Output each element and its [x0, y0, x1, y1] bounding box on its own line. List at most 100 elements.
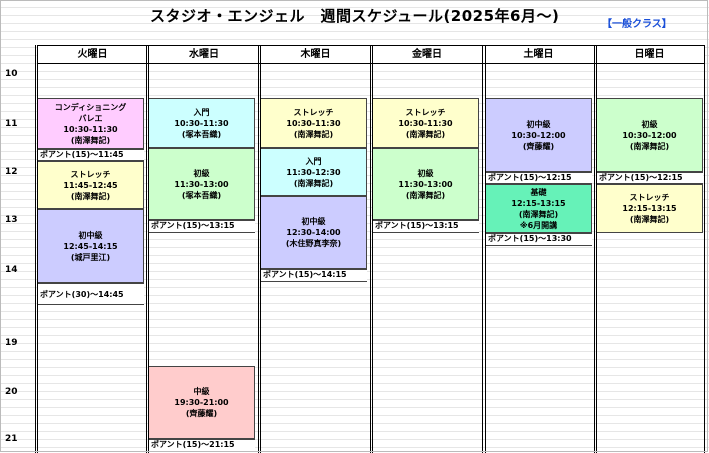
class-teacher: (南澤舞記) — [629, 141, 670, 151]
wed-pointe-2: ポアント(15)～13:15 — [148, 220, 255, 233]
class-name: 入門 — [305, 156, 322, 166]
tue-pointe-3: ポアント(30)～14:45 — [37, 283, 144, 305]
grid-line — [258, 45, 259, 453]
grid-line — [596, 45, 597, 453]
class-category-tag: 【一般クラス】 — [602, 19, 672, 30]
fri-pointe-2: ポアント(15)～13:15 — [372, 220, 479, 233]
class-teacher: (塚本吾織) — [181, 129, 222, 139]
class-teacher: (塚本吾織) — [181, 190, 222, 200]
class-teacher: (城戸里江) — [70, 252, 111, 262]
grid-line — [485, 45, 486, 453]
class-time: 10:30-11:30 — [63, 124, 118, 134]
class-name: 基礎 — [530, 187, 547, 197]
wed-class-intermediate[interactable]: 中級 19:30-21:00 (齊藤耀) — [148, 366, 255, 439]
class-name: ストレッチ — [293, 107, 334, 117]
class-time: 19:30-21:00 — [174, 398, 229, 407]
tue-class-conditioning[interactable]: コンディショニング バレエ 10:30-11:30 (南澤舞記) — [37, 98, 144, 149]
class-time: 11:30-13:00 — [174, 179, 229, 189]
class-time: 10:30-11:30 — [174, 118, 229, 128]
hour-label-11: 11 — [5, 119, 18, 129]
tue-class-intermediate-beginner[interactable]: 初中級 12:45-14:15 (城戸里江) — [37, 209, 144, 283]
hour-label-12: 12 — [5, 167, 18, 177]
hour-label-20: 20 — [5, 387, 18, 397]
class-teacher: (南澤舞記) — [293, 129, 334, 139]
grid-line — [37, 45, 38, 453]
class-name-line2: バレエ — [78, 113, 103, 123]
class-name: 初中級 — [526, 119, 551, 129]
day-header-row: 火曜日 水曜日 木曜日 金曜日 土曜日 日曜日 — [37, 45, 705, 64]
wed-pointe-3: ポアント(15)～21:15 — [148, 439, 255, 452]
day-header-sun: 日曜日 — [634, 49, 665, 60]
class-name: ストレッチ — [70, 169, 111, 179]
sat-class-basics[interactable]: 基礎 12:15-13:15 (南澤舞記) ※6月開講 — [485, 184, 592, 233]
thu-class-intro[interactable]: 入門 11:30-12:30 (南澤舞記) — [260, 148, 367, 196]
fri-class-beginner[interactable]: 初級 11:30-13:00 (南澤舞記) — [372, 148, 479, 220]
class-note: ※6月開講 — [519, 220, 558, 230]
grid-line — [482, 45, 483, 453]
sun-class-beginner[interactable]: 初級 10:30-12:00 (南澤舞記) — [596, 98, 703, 172]
class-name: コンディショニング — [54, 102, 127, 112]
class-teacher: (南澤舞記) — [70, 191, 111, 201]
class-teacher: (南澤舞記) — [405, 129, 446, 139]
tue-pointe-1: ポアント(15)～11:45 — [37, 149, 144, 161]
sat-pointe-1: ポアント(15)～12:15 — [485, 172, 592, 184]
class-time: 12:30-14:00 — [286, 228, 341, 237]
grid-line — [148, 45, 149, 453]
class-teacher: (南澤舞記) — [629, 215, 670, 224]
class-time: 11:45-12:45 — [63, 180, 118, 190]
class-name: 中級 — [193, 387, 210, 396]
sun-pointe-1: ポアント(15)～12:15 — [596, 172, 703, 184]
class-name: 初中級 — [78, 230, 103, 240]
class-teacher: (齊藤耀) — [185, 409, 218, 418]
schedule-title: スタジオ・エンジェル 週間スケジュール(2025年6月～) — [150, 7, 560, 25]
class-name: 初級 — [417, 168, 434, 178]
class-time: 12:15-13:15 — [622, 204, 677, 213]
class-teacher: (南澤舞記) — [518, 209, 559, 219]
class-name: 入門 — [193, 107, 210, 117]
class-time: 12:15-13:15 — [511, 198, 566, 208]
class-teacher: (齊藤耀) — [522, 141, 555, 151]
class-time: 10:30-12:00 — [622, 130, 677, 140]
class-name: 初級 — [641, 119, 658, 129]
grid-line — [260, 45, 261, 453]
day-header-fri: 金曜日 — [412, 49, 442, 60]
thu-class-intermediate-beginner[interactable]: 初中級 12:30-14:00 (木住野真李奈) — [260, 196, 367, 269]
grid-line — [35, 45, 36, 453]
day-header-sat: 土曜日 — [523, 49, 554, 60]
tue-class-stretch[interactable]: ストレッチ 11:45-12:45 (南澤舞記) — [37, 161, 144, 209]
day-header-wed: 水曜日 — [189, 49, 219, 60]
hour-label-13: 13 — [5, 215, 18, 225]
class-name: 初中級 — [301, 217, 326, 226]
fri-class-stretch[interactable]: ストレッチ 10:30-11:30 (南澤舞記) — [372, 98, 479, 148]
grid-line — [594, 45, 595, 453]
wed-class-beginner[interactable]: 初級 11:30-13:00 (塚本吾織) — [148, 148, 255, 220]
class-name: 初級 — [193, 168, 210, 178]
class-teacher: (木住野真李奈) — [285, 239, 342, 248]
class-time: 10:30-12:00 — [511, 130, 566, 140]
class-name: ストレッチ — [629, 193, 670, 202]
grid-line — [372, 45, 373, 453]
sat-class-intermediate-beginner[interactable]: 初中級 10:30-12:00 (齊藤耀) — [485, 98, 592, 172]
class-time: 11:30-12:30 — [286, 167, 341, 177]
grid-line — [704, 45, 705, 453]
class-time: 10:30-11:30 — [398, 118, 453, 128]
hour-label-14: 14 — [5, 265, 18, 275]
class-teacher: (南澤舞記) — [70, 135, 111, 145]
class-time: 12:45-14:15 — [63, 241, 118, 251]
grid-line — [146, 45, 147, 453]
thu-class-stretch[interactable]: ストレッチ 10:30-11:30 (南澤舞記) — [260, 98, 367, 148]
day-header-thu: 木曜日 — [300, 49, 331, 60]
class-name: ストレッチ — [405, 107, 446, 117]
day-header-tue: 火曜日 — [77, 49, 108, 60]
sun-class-stretch[interactable]: ストレッチ 12:15-13:15 (南澤舞記) — [596, 184, 703, 233]
wed-class-intro[interactable]: 入門 10:30-11:30 (塚本吾織) — [148, 98, 255, 148]
class-teacher: (南澤舞記) — [405, 190, 446, 200]
grid-line — [370, 45, 371, 453]
hour-label-10: 10 — [5, 69, 18, 79]
hour-label-19: 19 — [5, 338, 18, 348]
thu-pointe-3: ポアント(15)～14:15 — [260, 269, 367, 282]
sat-pointe-2: ポアント(15)～13:30 — [485, 233, 592, 246]
class-teacher: (南澤舞記) — [293, 178, 334, 188]
hour-label-21: 21 — [5, 434, 18, 444]
